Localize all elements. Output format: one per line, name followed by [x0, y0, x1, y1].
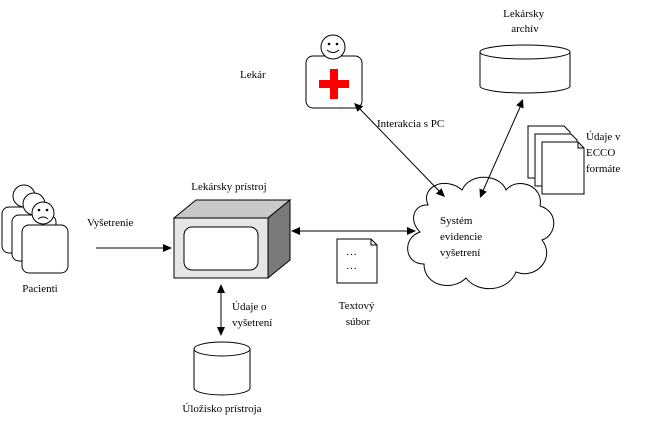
examination-label: Vyšetrenie	[87, 217, 134, 229]
archive-system-arrow	[479, 99, 524, 198]
device-system-arrow	[291, 227, 416, 235]
doctor-label: Lekár	[240, 69, 266, 81]
ecco-data-label: Údaje v ECCO formáte	[586, 131, 623, 175]
system-label: Systém evidencie vyšetrení	[440, 215, 485, 259]
doctor-system-arrow	[354, 103, 445, 197]
examination-arrow	[96, 244, 172, 252]
patients-label: Pacienti	[22, 283, 57, 295]
ecco-documents-icon	[527, 125, 585, 195]
doctor-figure	[305, 34, 363, 109]
archive-label: Lekársky archív	[503, 8, 547, 35]
device-storage-cylinder	[193, 341, 251, 396]
archive-cylinder	[479, 44, 571, 94]
text-file-icon	[336, 238, 378, 284]
interaction-label: Interakcia s PC	[377, 118, 444, 130]
device-label: Lekársky prístroj	[191, 181, 266, 193]
device-storage-label: Úložisko prístroja	[182, 403, 261, 415]
system-cloud	[407, 176, 555, 290]
device-storage-arrow	[217, 284, 225, 336]
exam-data-label: Údaje o vyšetrení	[232, 301, 272, 329]
text-file-label: Textový súbor	[339, 300, 378, 328]
patients-figure	[1, 184, 69, 274]
medical-device	[172, 198, 292, 280]
text-file-content: … …	[346, 246, 360, 272]
